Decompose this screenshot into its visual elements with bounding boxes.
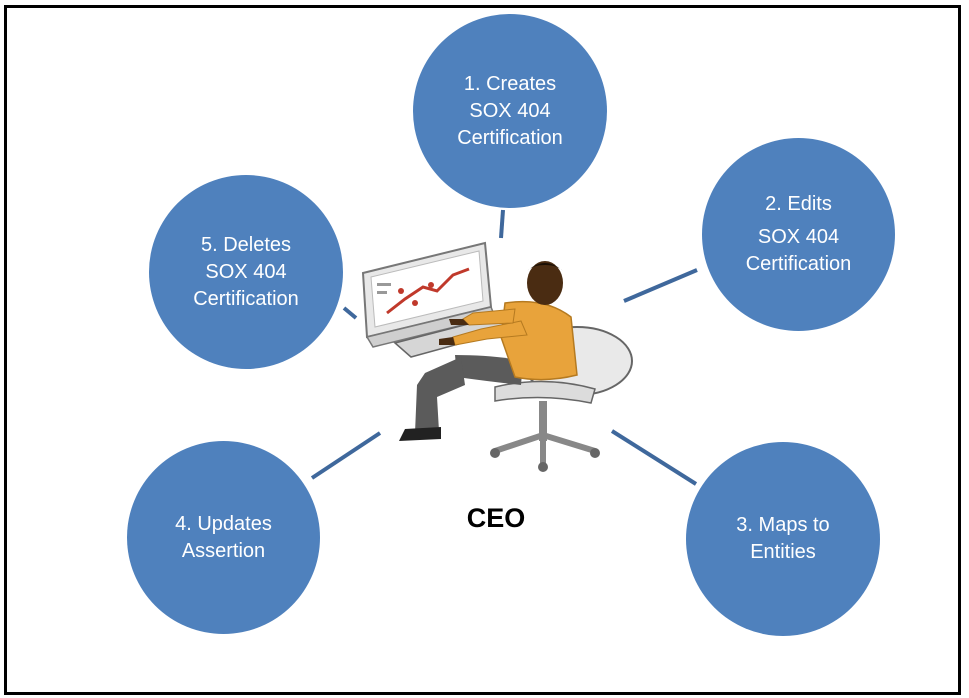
step-deletes-line-2: SOX 404	[205, 260, 287, 283]
connector-updates	[310, 431, 382, 480]
step-maps-bubble: 3. Maps to Entities	[686, 442, 880, 636]
connector-deletes	[342, 306, 358, 320]
step-maps-line-1: 3. Maps to	[736, 514, 830, 536]
step-creates-line-2: SOX 404	[469, 99, 551, 122]
person-at-computer-icon	[361, 241, 633, 472]
step-updates-line-1: 4. Updates	[175, 512, 272, 535]
step-edits-line-3: Certification	[745, 253, 852, 275]
step-creates-line-1: 1. Creates	[463, 72, 557, 95]
step-updates-bubble: 4. Updates Assertion	[127, 441, 320, 634]
center-role-label: CEO	[466, 503, 526, 533]
connector-edits	[623, 268, 698, 303]
step-updates-line-2: Assertion	[181, 539, 266, 562]
step-edits-line-1: 2. Edits	[765, 193, 832, 215]
step-edits-line-2: SOX 404	[757, 226, 840, 248]
step-deletes-line-3: Certification	[193, 287, 299, 310]
step-deletes-bubble: 5. Deletes SOX 404 Certification	[149, 175, 343, 369]
step-creates-bubble: 1. Creates SOX 404 Certification	[413, 14, 607, 208]
connector-maps	[610, 429, 698, 486]
step-deletes-line-1: 5. Deletes	[200, 233, 292, 256]
connector-creates	[499, 209, 505, 239]
step-maps-line-2: Entities	[750, 541, 816, 563]
step-edits-bubble: 2. Edits SOX 404 Certification	[702, 138, 895, 331]
step-creates-line-3: Certification	[457, 126, 563, 149]
